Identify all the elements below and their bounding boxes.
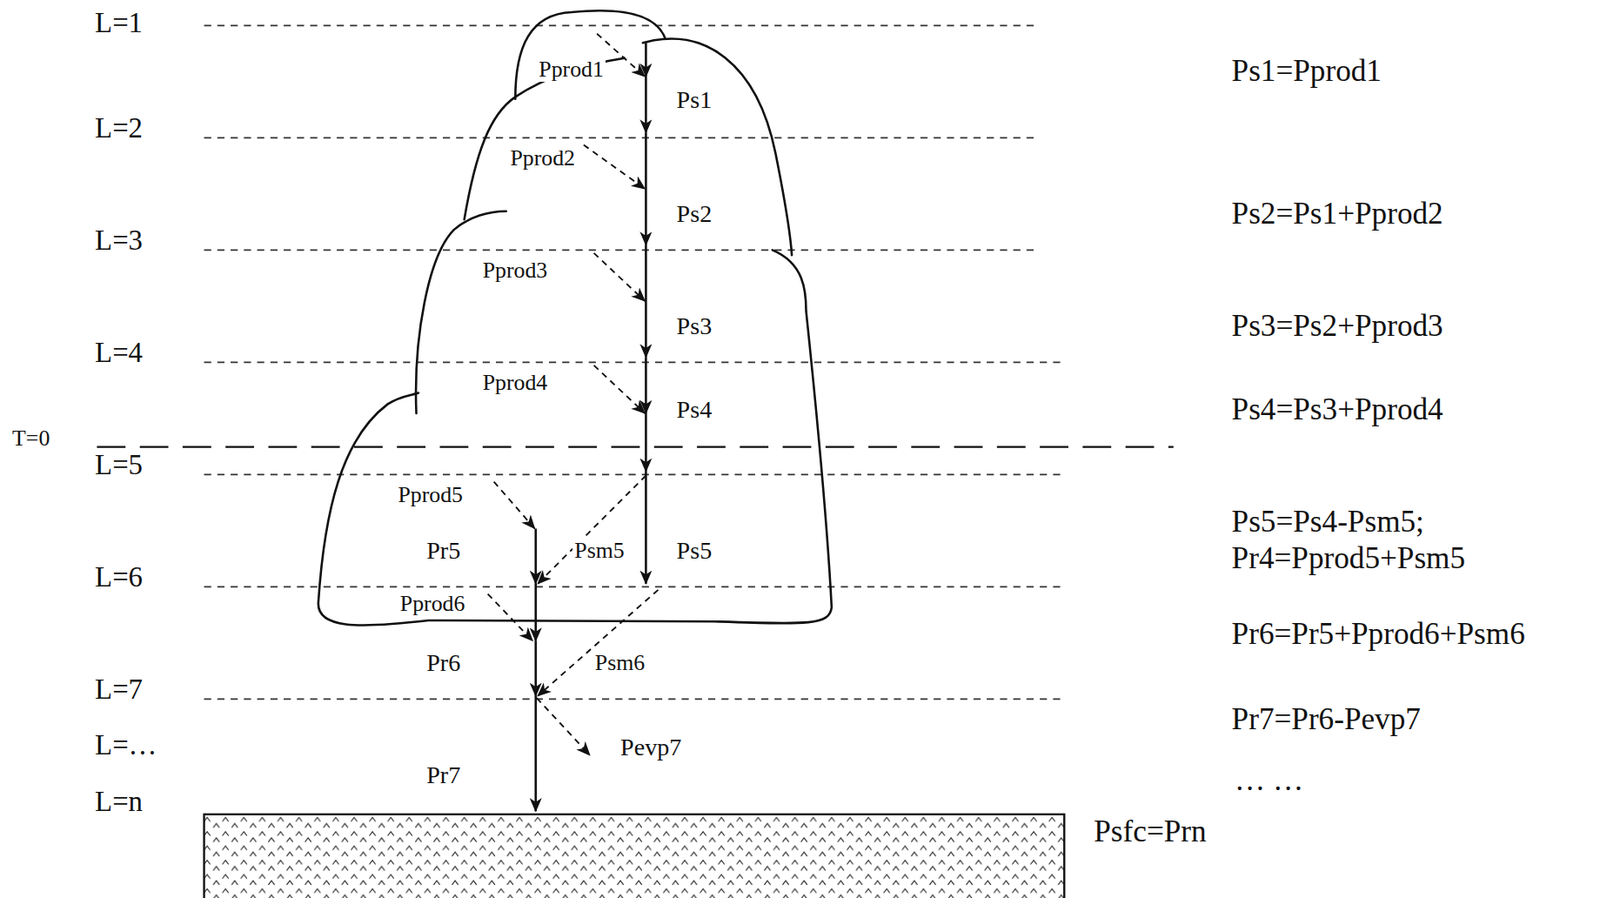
level-label: L=3 xyxy=(93,224,145,256)
equation-label: Pr4=Pprod5+Psm5 xyxy=(1230,542,1467,576)
flux-label: Ps1 xyxy=(675,87,715,114)
level-label: L=5 xyxy=(93,448,145,481)
level-label: L=4 xyxy=(93,336,145,369)
level-label: L=7 xyxy=(93,673,145,705)
flux-label: Pprod5 xyxy=(395,482,465,508)
flux-label: Pprod1 xyxy=(536,57,606,82)
equation-label: Ps3=Ps2+Pprod3 xyxy=(1230,309,1446,344)
flux-label: Pr6 xyxy=(424,649,462,677)
flux-label: Ps5 xyxy=(675,537,715,565)
flux-label: Pprod2 xyxy=(508,146,577,171)
equation-label: Ps2=Ps1+Pprod2 xyxy=(1230,197,1446,232)
flux-label: Pr5 xyxy=(424,537,462,565)
equation-label: Psfc=Prn xyxy=(1091,815,1208,850)
level-label: T=0 xyxy=(10,426,52,451)
flux-label: Ps4 xyxy=(675,396,715,424)
equation-label: Ps1=Pprod1 xyxy=(1230,54,1384,89)
flux-label: Psm6 xyxy=(593,650,647,676)
flux-label: Pprod3 xyxy=(481,258,550,283)
level-label: L=n xyxy=(93,785,145,817)
level-label: L=… xyxy=(93,729,159,761)
ground-surface xyxy=(204,814,1065,898)
flux-label: Pr7 xyxy=(424,762,462,790)
flux-label: Pprod4 xyxy=(481,370,550,395)
equation-label: Ps4=Ps3+Pprod4 xyxy=(1230,393,1446,428)
equation-label: Pr7=Pr6-Pevp7 xyxy=(1230,702,1423,737)
level-label: L=2 xyxy=(93,112,145,144)
freezing-level-line xyxy=(96,445,1173,448)
flux-label: Ps3 xyxy=(675,313,715,341)
cloud-outline xyxy=(318,10,832,625)
flux-label: Pprod6 xyxy=(398,591,468,616)
equation-label: Ps5=Ps4-Psm5; xyxy=(1230,505,1426,540)
flux-label: Ps2 xyxy=(675,200,715,228)
level-label: L=1 xyxy=(93,6,145,39)
flux-label: Psm5 xyxy=(572,538,626,563)
equation-label: … … xyxy=(1232,763,1306,798)
equation-label: Pr6=Pr5+Pprod6+Psm6 xyxy=(1230,617,1527,652)
level-label: L=6 xyxy=(93,561,145,593)
flux-label: Pevp7 xyxy=(618,734,683,762)
level-lines xyxy=(204,25,1062,699)
